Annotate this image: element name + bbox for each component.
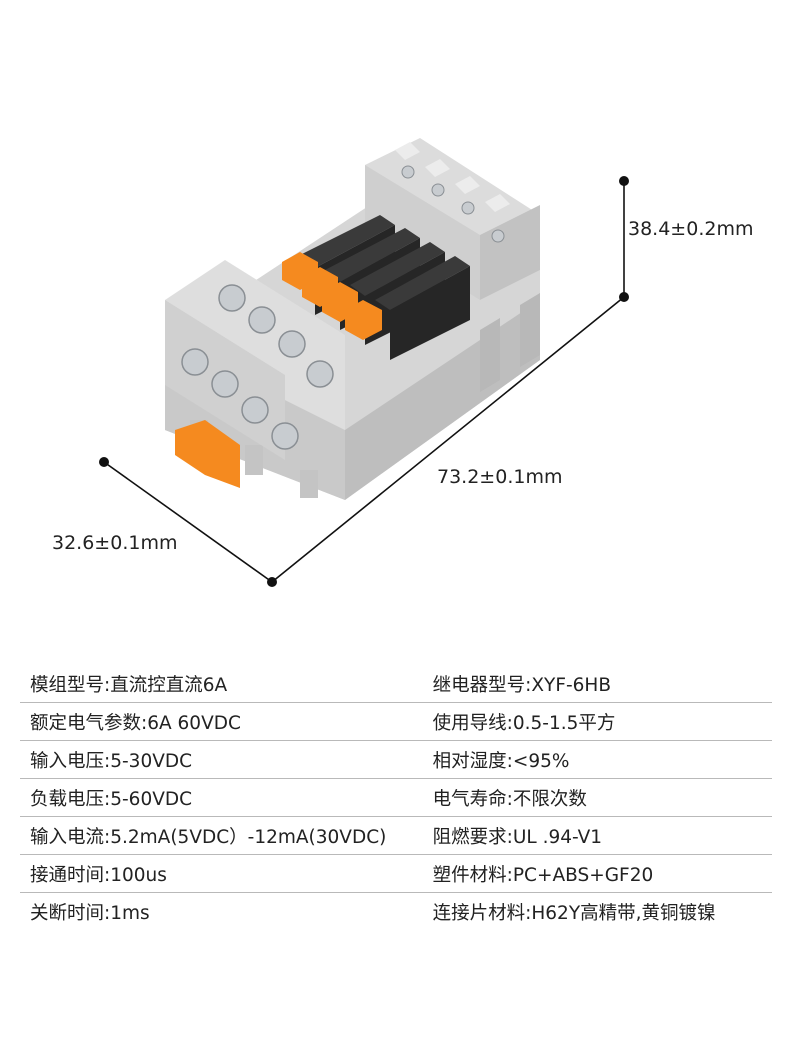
width-dimension: 32.6±0.1mm — [52, 532, 178, 554]
spec-row: 输入电压:5-30VDC 相对湿度:<95% — [20, 741, 772, 779]
spec-row: 额定电气参数:6A 60VDC 使用导线:0.5-1.5平方 — [20, 703, 772, 741]
spec-row: 负载电压:5-60VDC 电气寿命:不限次数 — [20, 779, 772, 817]
spec-rated-parameters: 额定电气参数:6A 60VDC — [30, 712, 241, 734]
spec-load-voltage: 负载电压:5-60VDC — [30, 788, 193, 810]
spec-turn-off-time: 关断时间:1ms — [30, 902, 150, 924]
terminal-screws — [181, 284, 334, 450]
orange-latches — [175, 252, 382, 488]
spec-row: 关断时间:1ms 连接片材料:H62Y高精带,黄铜镀镍 — [20, 893, 772, 930]
height-dimension: 38.4±0.2mm — [628, 218, 754, 240]
spec-flame-rating: 阻燃要求:UL .94-V1 — [432, 826, 603, 848]
dimension-lines — [99, 176, 629, 587]
spec-electrical-life: 电气寿命:不限次数 — [432, 788, 587, 810]
front-terminal-block — [165, 260, 345, 460]
spec-input-voltage: 输入电压:5-30VDC — [30, 750, 193, 772]
spec-wire-gauge: 使用导线:0.5-1.5平方 — [432, 712, 616, 734]
spec-row: 接通时间:100us 塑件材料:PC+ABS+GF20 — [20, 855, 772, 893]
spec-humidity: 相对湿度:<95% — [432, 750, 570, 772]
spec-row: 模组型号:直流控直流6A 继电器型号:XYF-6HB — [20, 665, 772, 703]
length-dimension: 73.2±0.1mm — [437, 466, 563, 488]
spec-plastic-material: 塑件材料:PC+ABS+GF20 — [432, 864, 654, 886]
spec-model-number: 模组型号:直流控直流6A — [30, 674, 228, 696]
product-image-area: 38.4±0.2mm 73.2±0.1mm 32.6±0.1mm — [52, 138, 754, 587]
spec-input-current: 输入电流:5.2mA(5VDC）-12mA(30VDC) — [30, 826, 387, 848]
spec-turn-on-time: 接通时间:100us — [30, 864, 167, 886]
spec-relay-model: 继电器型号:XYF-6HB — [432, 674, 612, 696]
spec-table: 模组型号:直流控直流6A 继电器型号:XYF-6HB 额定电气参数:6A 60V… — [20, 665, 772, 930]
spec-connector-material: 连接片材料:H62Y高精带,黄铜镀镍 — [432, 902, 716, 924]
relay-module-illustration — [99, 138, 629, 587]
spec-row: 输入电流:5.2mA(5VDC）-12mA(30VDC) 阻燃要求:UL .94… — [20, 817, 772, 855]
